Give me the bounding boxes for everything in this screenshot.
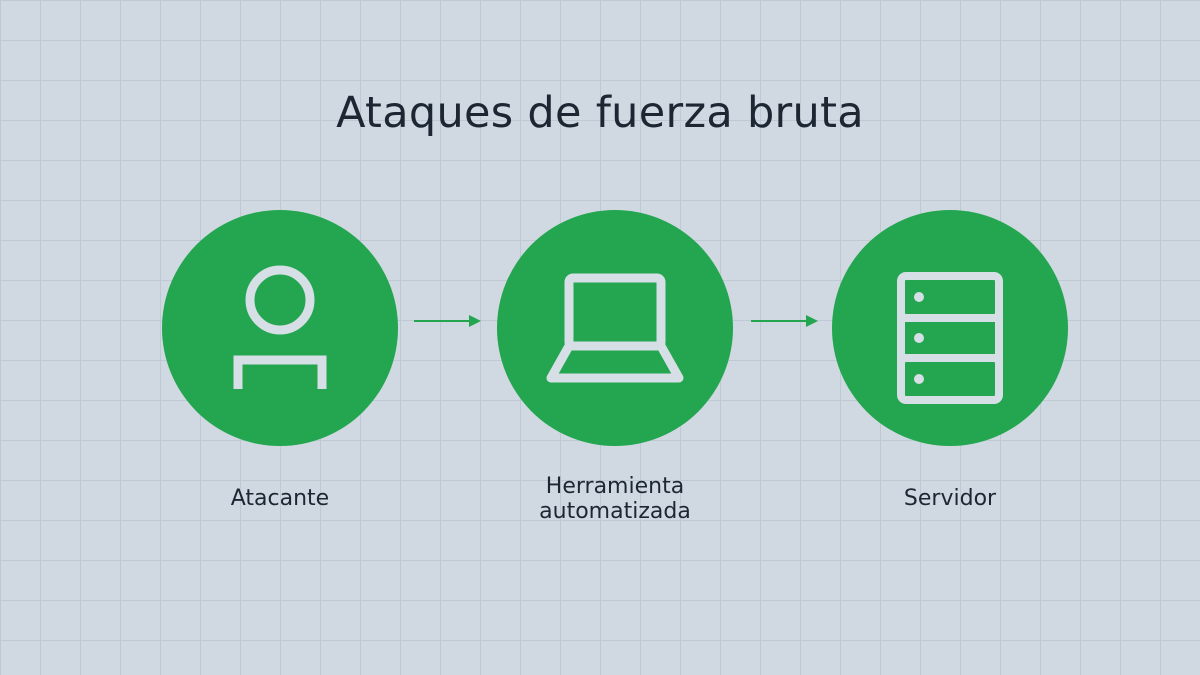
node-label-automated-tool: Herramienta automatizada <box>485 474 745 524</box>
node-label-server: Servidor <box>820 486 1080 511</box>
node-label-line: Servidor <box>903 486 997 511</box>
server-icon <box>897 272 1003 404</box>
flow-arrow <box>750 312 820 330</box>
node-label-line: Herramienta <box>545 474 685 499</box>
node-label-line: automatizada <box>539 499 691 524</box>
node-server <box>832 210 1068 446</box>
laptop-icon <box>546 273 684 383</box>
diagram-title: Ataques de fuerza bruta <box>336 88 864 138</box>
node-attacker <box>162 210 398 446</box>
node-label-attacker: Atacante <box>150 486 410 511</box>
node-label-line: Atacante <box>230 486 330 511</box>
flow-arrow <box>413 312 483 330</box>
node-automated-tool <box>497 210 733 446</box>
user-icon <box>233 265 327 389</box>
